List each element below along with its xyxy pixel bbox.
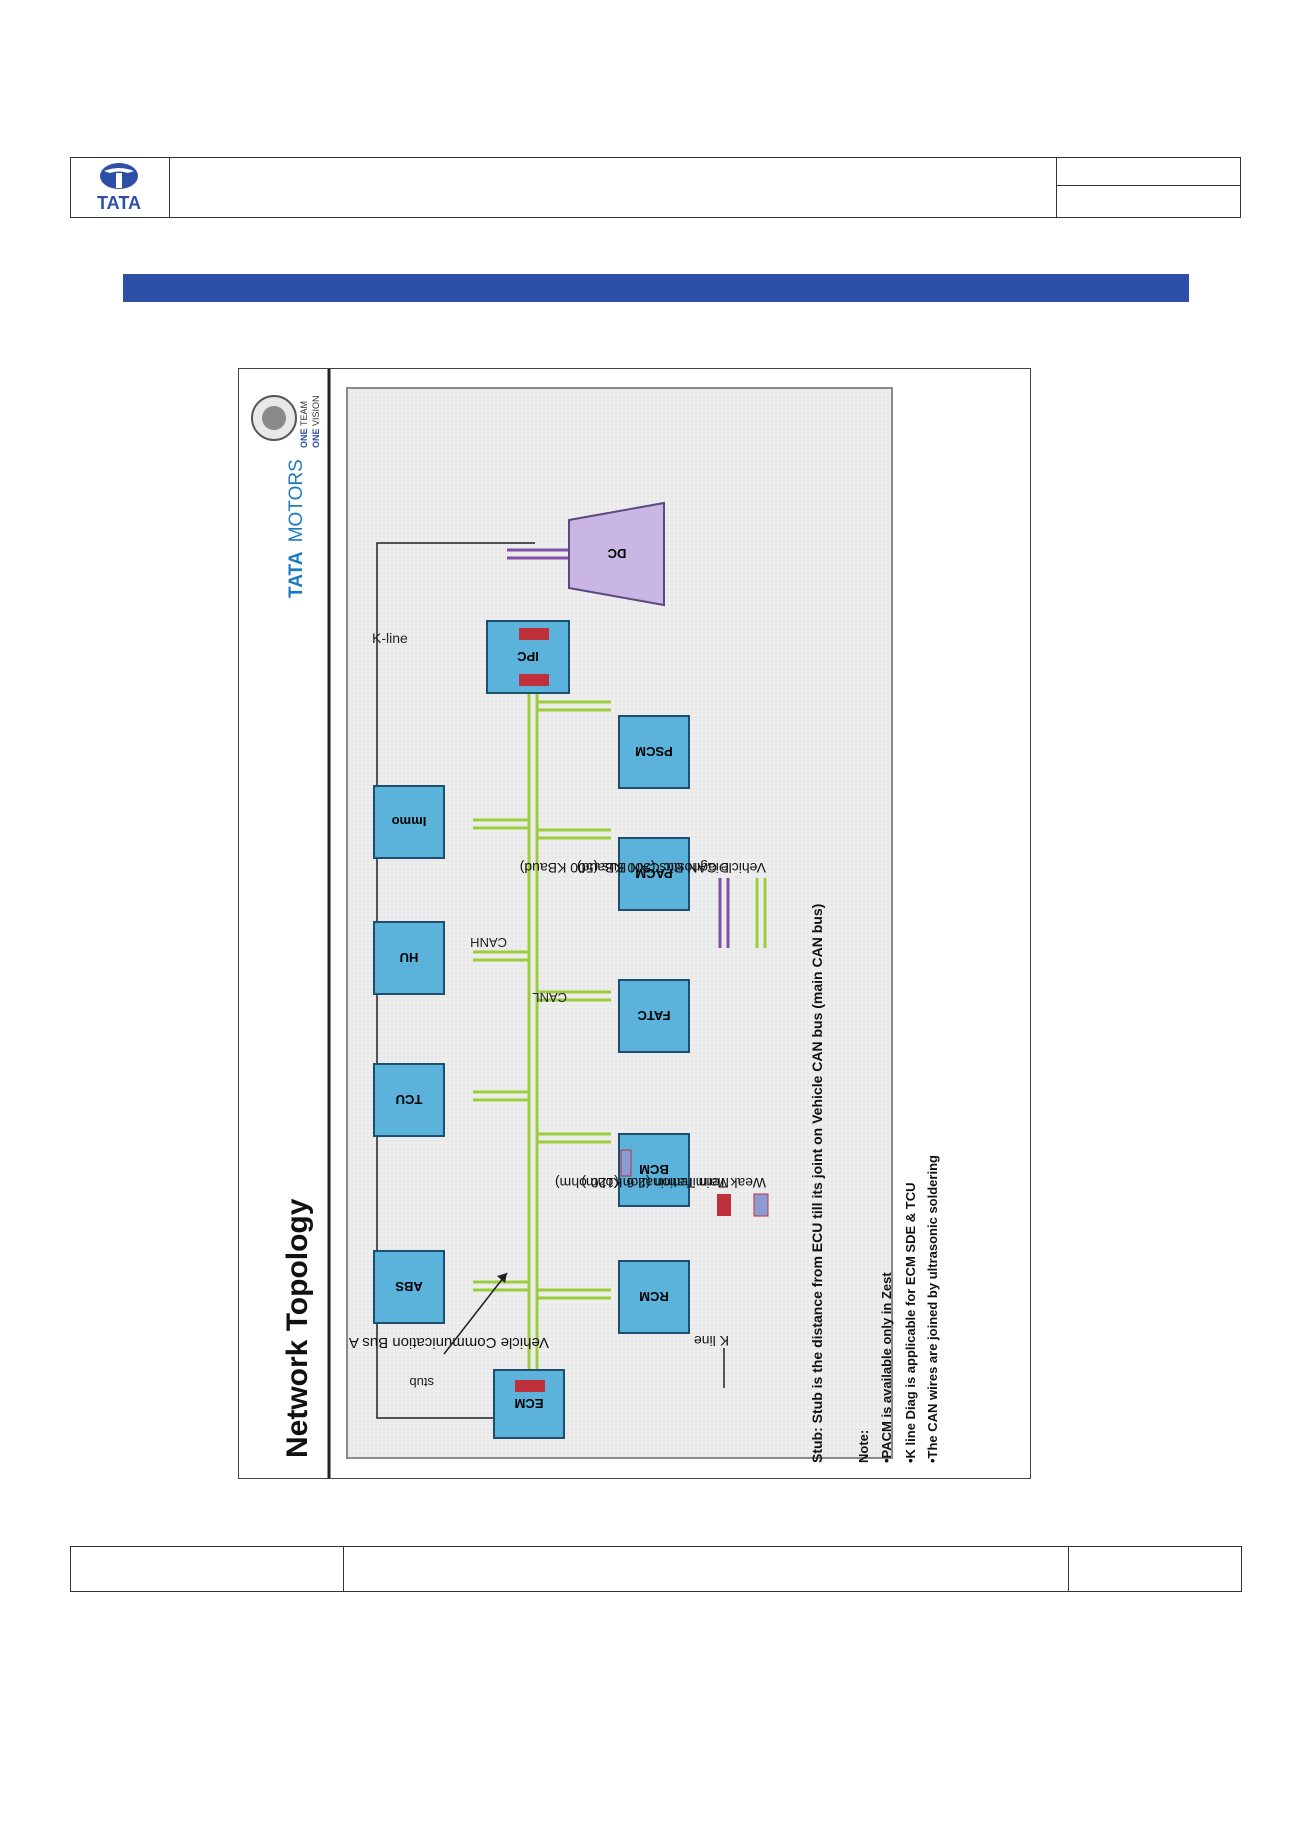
note-title: Note: [856, 1430, 871, 1463]
svg-text:HU: HU [400, 950, 419, 965]
header-logo-cell: TATA [70, 157, 170, 218]
tata-logo-text: TATA [97, 193, 141, 213]
module-abs: ABS [373, 1250, 445, 1324]
module-pscm: PSCM [618, 715, 690, 789]
svg-text:RCM: RCM [639, 1289, 669, 1304]
svg-text:DC: DC [607, 546, 626, 561]
module-hu: HU [373, 921, 445, 995]
svg-text:TEAM: TEAM [299, 401, 309, 426]
team-badge: ONE TEAM ONE VISION [251, 395, 321, 448]
footer-left-cell [70, 1546, 344, 1592]
svg-text:ONE: ONE [299, 428, 309, 448]
svg-text:FATC: FATC [637, 1008, 671, 1023]
legend-main-term-swatch [717, 1194, 731, 1216]
svg-text:ECM: ECM [515, 1396, 544, 1411]
legend-weak-term: Weak Termination (2.6 Kohm) [581, 1175, 766, 1191]
legend-weak-term-swatch [753, 1193, 769, 1217]
module-rcm: RCM [618, 1260, 690, 1334]
legend-main-term: Main Termination (120 ohm) [555, 1175, 729, 1191]
stub-arrow [443, 1272, 508, 1355]
canl-label: CANL [532, 990, 567, 1005]
module-tcu: TCU [373, 1063, 445, 1137]
svg-text:ABS: ABS [395, 1279, 423, 1294]
svg-text:IPC: IPC [517, 649, 539, 664]
note-2: •K line Diag is applicable for ECM SDE &… [903, 1183, 918, 1463]
legend-diag-can: Diagnostic CAN Bus (500 KBaud) [520, 860, 729, 876]
canh-label: CANH [470, 935, 507, 950]
slide-title: Network Topology [281, 1198, 314, 1458]
network-topology-diagram: Network Topology TATA MOTORS ONE TEAM ON… [251, 369, 940, 1478]
svg-text:Immo: Immo [392, 814, 427, 829]
legend-vehicle-can: Vehicle CAN Bus (500 KBaud) [577, 860, 766, 876]
legend-kline: K line [694, 1333, 729, 1349]
module-ecm: ECM [493, 1369, 565, 1439]
stub-definition: Stub: Stub is the distance from ECU till… [809, 904, 825, 1463]
svg-text:VISION: VISION [311, 395, 321, 426]
svg-text:PSCM: PSCM [635, 744, 673, 759]
footer-table [70, 1546, 1242, 1592]
note-3: •The CAN wires are joined by ultrasonic … [925, 1155, 940, 1463]
module-bcm: BCM [618, 1133, 690, 1207]
module-dc: DC [568, 501, 665, 607]
lower-stubs [537, 700, 611, 1300]
header-right-divider [1056, 185, 1241, 186]
bus-label: Vehicle Communication Bus A [349, 1334, 549, 1351]
stub-arrow-head-icon [497, 1273, 507, 1283]
module-ipc: IPC [486, 620, 570, 694]
svg-text:TCU: TCU [396, 1092, 423, 1107]
svg-text:PACM: PACM [635, 866, 672, 881]
module-pacm: PACM [618, 837, 690, 911]
svg-text:BCM: BCM [639, 1162, 669, 1177]
stub-label: stub [409, 1375, 434, 1390]
section-bar [123, 274, 1189, 302]
module-fatc: FATC [618, 979, 690, 1053]
svg-text:ONE: ONE [311, 428, 321, 448]
header-table [70, 157, 1241, 218]
legend: K line Main Termination (120 ohm) Weak T… [520, 860, 769, 1388]
header-right-cell [1056, 157, 1241, 218]
diagram-panel [346, 387, 893, 1459]
diagnostic-can-bus [507, 548, 569, 560]
brand-text: TATA MOTORS [286, 459, 307, 598]
k-line-label: K-line [372, 630, 408, 646]
upper-stubs [473, 818, 529, 1292]
footer-right-cell [1068, 1546, 1242, 1592]
tata-logo: TATA [97, 163, 141, 213]
note-1: •PACM is available only in Zest [879, 1272, 894, 1463]
module-immo: Immo [373, 785, 445, 859]
